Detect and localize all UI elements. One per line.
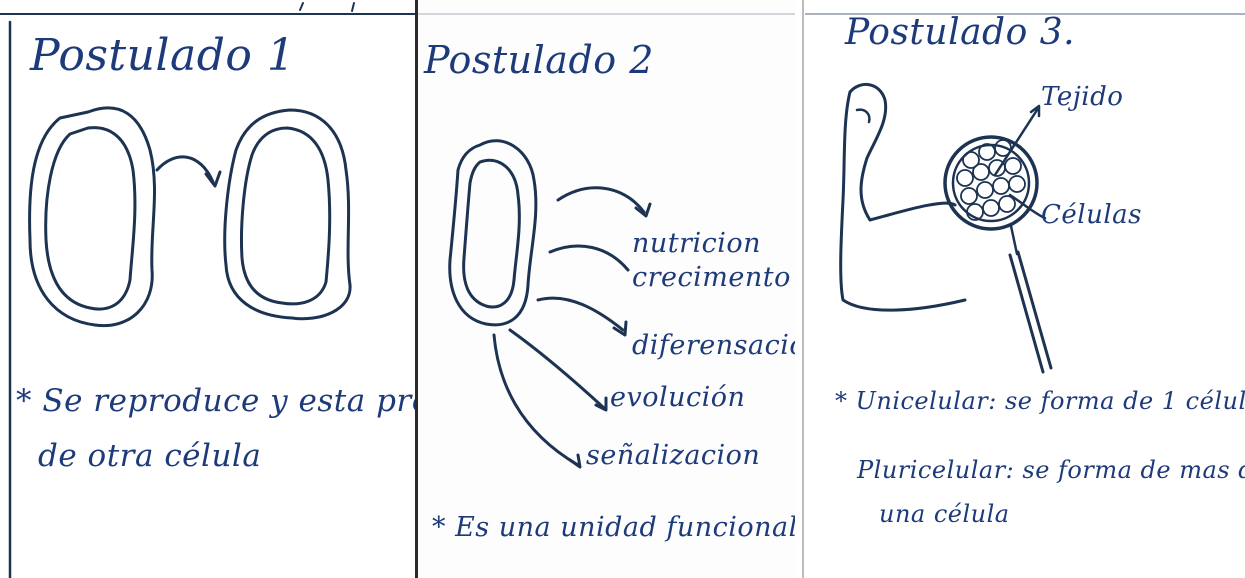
postulado-2-label-evolucion: evolución [610,382,745,413]
panel-divider-2 [802,0,804,578]
postulado-2-label-diferensacion: diferensacion [632,330,795,361]
postulado-1-note-line-1: * Se reproduce y esta proviene [16,383,415,419]
postulado-3-note-line-2: Pluricelular: se forma de mas de [857,456,1245,484]
postulado-3-drawing [805,0,1245,578]
postulado-2-label-senalizacion: señalizacion [586,440,760,471]
postulado-3-title: Postulado 3. [845,12,1075,53]
postulado-1-drawing [0,0,415,578]
postulado-1-note-line-2: de otra célula [38,438,261,474]
label-tejido: Tejido [1041,82,1123,112]
postulado-2-note: * Es una unidad funcional [432,512,795,543]
postulado-2-label-nutricion: nutricion [632,228,761,259]
postulado-2-label-crecimento: crecimento [632,262,791,293]
postulado-3-panel: Postulado 3. Tejido Células * Unicelular… [805,0,1245,578]
postulado-3-note-line-1: * Unicelular: se forma de 1 célula [835,387,1245,415]
postulado-1-title: Postulado 1 [30,30,295,81]
postulado-3-note-line-3: una célula [879,500,1010,528]
postulado-1-panel: Postulado 1 * Se reproduce y esta provie… [0,0,415,578]
postulado-2-panel: Postulado 2 nutricion crecimento diferen… [418,0,795,578]
label-celulas: Células [1041,200,1142,230]
postulado-2-title: Postulado 2 [424,38,654,82]
